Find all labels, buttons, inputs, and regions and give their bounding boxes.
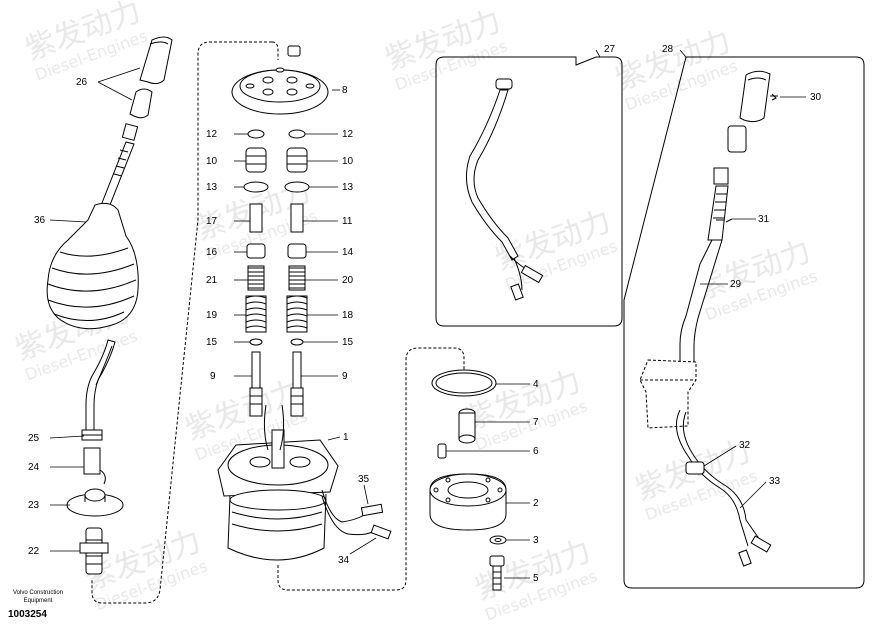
callout-11: 11: [342, 216, 353, 227]
callout-29: 29: [730, 279, 742, 290]
callout-16: 16: [206, 247, 218, 258]
valve-stack-assembly: [217, 45, 507, 591]
callout-7: 7: [533, 417, 539, 428]
dashed-connector-left: [91, 41, 279, 604]
callout-9-left: 9: [210, 371, 216, 382]
callout-6: 6: [533, 446, 539, 457]
footer-brand-line1: Volvo Construction: [12, 590, 64, 596]
callout-35: 35: [358, 474, 370, 485]
callout-9-right: 9: [342, 371, 348, 382]
callout-27: 27: [604, 44, 616, 55]
callout-30: 30: [810, 92, 822, 103]
callout-23: 23: [28, 500, 40, 511]
detail-27-cable-lever: [466, 78, 544, 301]
callout-4: 4: [533, 379, 539, 390]
callout-25: 25: [28, 433, 40, 444]
callout-15-right: 15: [342, 337, 354, 348]
callout-33: 33: [769, 476, 781, 487]
detail-box-27: [435, 56, 623, 327]
joystick-lever-assembly: [46, 36, 173, 575]
callout-8: 8: [342, 85, 348, 96]
detail-28-lever-assembly: [639, 70, 778, 567]
callout-15-left: 15: [206, 337, 218, 348]
callout-2: 2: [533, 498, 539, 509]
callout-10-left: 10: [206, 156, 218, 167]
callout-19: 19: [206, 310, 218, 321]
callout-5: 5: [533, 573, 539, 584]
callout-labels: 26 36 25 24 23 22 8 12 12 10 10 13 13 17…: [28, 44, 822, 584]
callout-21: 21: [206, 275, 218, 286]
callout-18: 18: [342, 310, 354, 321]
callout-12-left: 12: [206, 129, 218, 140]
callout-13-left: 13: [206, 182, 218, 193]
callout-34: 34: [338, 555, 350, 566]
callout-12-right: 12: [342, 129, 354, 140]
callout-31: 31: [758, 214, 770, 225]
callout-32: 32: [739, 440, 751, 451]
callout-36: 36: [34, 215, 46, 226]
callout-28: 28: [662, 44, 674, 55]
callout-10-right: 10: [342, 156, 354, 167]
callout-22: 22: [28, 546, 40, 557]
callout-24: 24: [28, 462, 40, 473]
callout-26: 26: [76, 77, 88, 88]
leader-lines: [49, 49, 806, 579]
footer-part-number: 1003254: [8, 609, 47, 620]
callout-3: 3: [533, 535, 539, 546]
callout-13-right: 13: [342, 182, 354, 193]
callout-17: 17: [206, 216, 218, 227]
callout-20: 20: [342, 275, 354, 286]
dashed-connector-right: [277, 347, 465, 591]
detail-box-28: [623, 56, 865, 589]
callout-14: 14: [342, 247, 354, 258]
callout-1: 1: [343, 432, 349, 443]
footer-brand-line2: Equipment: [23, 598, 53, 604]
